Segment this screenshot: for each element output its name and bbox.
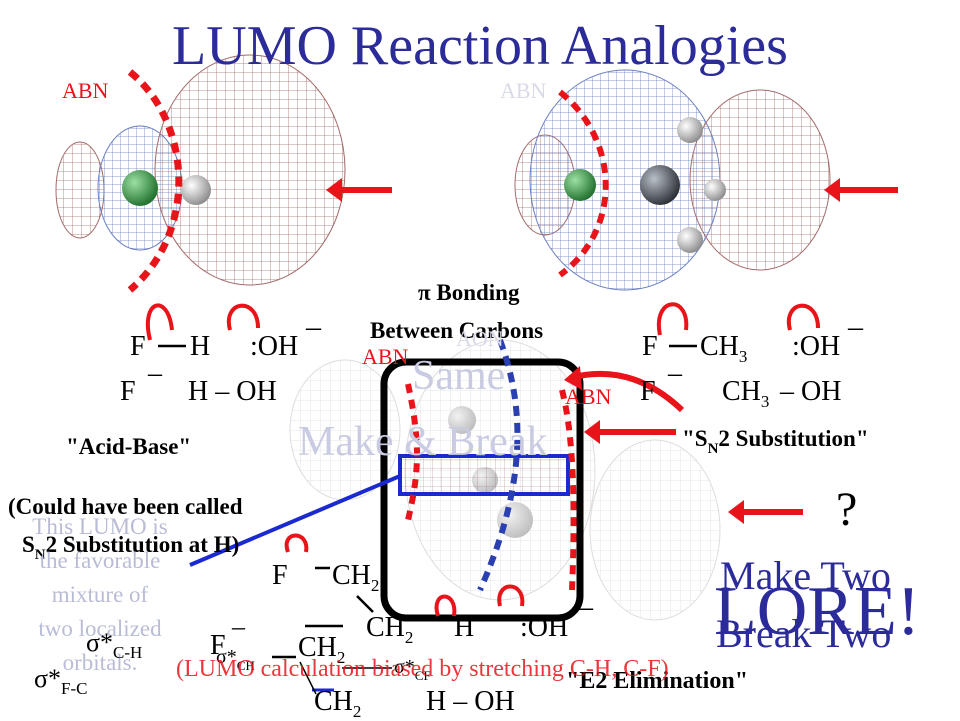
acid-base-caption: "Acid-Base" bbox=[66, 434, 192, 459]
e2-caption: "E2 Elimination" bbox=[566, 668, 749, 694]
e2-product-ch2-a: CH2 bbox=[298, 632, 346, 667]
acid-base-water: H – OH bbox=[188, 376, 277, 407]
between-carbons-label: Between Carbons bbox=[370, 318, 544, 343]
sigma-star-cf: σ*CF bbox=[394, 656, 431, 683]
sn2-product-f-charge: – bbox=[668, 358, 682, 389]
e2-product-water: H – OH bbox=[426, 686, 515, 717]
pointer-line-to-favorable bbox=[189, 474, 401, 567]
sigma-star-ch: σ*CH bbox=[216, 646, 255, 673]
lore-label: LORE! bbox=[714, 573, 921, 650]
acid-base-product-f: F bbox=[120, 376, 136, 407]
sn2-product-oh: – OH bbox=[780, 376, 842, 407]
sn2-caption: "SN2 Substitution" bbox=[682, 426, 869, 457]
sn2-methyl: CH3 bbox=[700, 331, 748, 366]
same-label: Same bbox=[412, 353, 506, 399]
e2-product-ch2-b: CH2 bbox=[314, 686, 362, 721]
e2-h: H bbox=[454, 612, 475, 643]
favorable-line-5: orbitals. bbox=[62, 650, 138, 675]
abn-label-top-left: ABN bbox=[62, 78, 109, 103]
sigma-fc-label: σ*F-C bbox=[34, 664, 88, 698]
make-two-label: Make Two bbox=[720, 553, 891, 598]
e2-hydroxide: :OH bbox=[520, 612, 569, 643]
sn2-at-h-note: SN2 Substitution at H) bbox=[22, 532, 240, 563]
e2-charge: – bbox=[578, 590, 593, 623]
could-have-been-note: (Could have been called bbox=[8, 494, 243, 519]
e2-ch2-mid: CH2 bbox=[366, 612, 414, 647]
sigma-ch-label: σ*C-H bbox=[86, 628, 143, 662]
pi-bonding-region-box bbox=[398, 454, 570, 496]
make-and-break-label: Make & Break bbox=[298, 419, 548, 465]
e2-f: F bbox=[272, 560, 288, 591]
abn-label-right: ABN bbox=[565, 384, 612, 409]
acid-base-h: H bbox=[190, 331, 211, 362]
break-two-label: Break Two bbox=[716, 611, 892, 656]
sn2-charge: – bbox=[848, 310, 863, 343]
acid-base-hydroxide: :OH bbox=[250, 331, 299, 362]
page-title: LUMO Reaction Analogies bbox=[172, 15, 788, 77]
favorable-line-3: mixture of bbox=[51, 582, 149, 607]
sn2-product-f: F bbox=[640, 376, 656, 407]
acid-base-f: F bbox=[130, 331, 146, 362]
e2-product-f: F bbox=[210, 630, 226, 661]
favorable-line-4: two localized bbox=[38, 616, 162, 641]
acid-base-product-f-charge: – bbox=[148, 358, 162, 389]
favorable-line-2: the favorable bbox=[39, 548, 161, 573]
favorable-lumo-note: This LUMO is the favorable mixture of tw… bbox=[0, 510, 200, 680]
e2-focus-box bbox=[380, 358, 584, 622]
acid-base-lumo-image bbox=[55, 54, 346, 293]
sn2-curly-arrow-2 bbox=[786, 303, 820, 331]
sn2-curly-arrow-1 bbox=[656, 302, 689, 336]
acid-base-curly-arrow-1 bbox=[145, 303, 174, 341]
lumo-calculation-note: (LUMO calculation biased by stretching C… bbox=[176, 656, 669, 682]
acid-base-curly-arrow-2 bbox=[226, 303, 260, 331]
aon-node-line bbox=[477, 338, 521, 592]
pi-bonding-label: π Bonding bbox=[418, 280, 520, 305]
sn2-lumo-image bbox=[514, 69, 831, 291]
e2-product-f-charge: – bbox=[232, 612, 245, 641]
sn2-product-methyl: CH3 bbox=[722, 376, 770, 411]
abn-label-mid: ABN bbox=[362, 344, 409, 369]
sn2-hydroxide: :OH bbox=[792, 331, 841, 362]
question-mark: ? bbox=[836, 483, 858, 536]
abn-label-top-right: ABN bbox=[500, 78, 547, 103]
e2-ch2-top: CH2 bbox=[332, 560, 380, 595]
aon-label: AON bbox=[456, 326, 504, 351]
sn2-f: F bbox=[642, 331, 658, 362]
favorable-line-1: This LUMO is bbox=[32, 514, 168, 539]
chem-bond-lines bbox=[158, 344, 697, 659]
acid-base-charge: – bbox=[306, 310, 321, 343]
